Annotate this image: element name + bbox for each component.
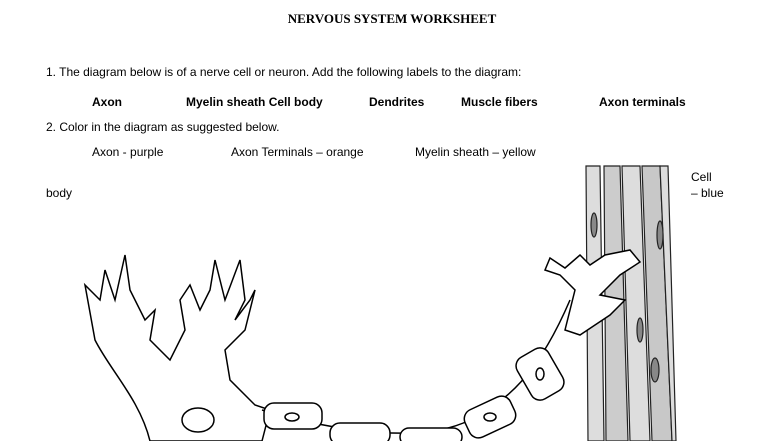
color-instruction: Axon - purple — [92, 145, 164, 159]
question-1: 1. The diagram below is of a nerve cell … — [46, 65, 522, 79]
dendrites — [83, 254, 271, 441]
label-term: Dendrites — [369, 95, 425, 109]
neuron — [83, 249, 642, 441]
color-instruction-body: body — [46, 186, 73, 200]
question-2: 2. Color in the diagram as suggested bel… — [46, 120, 280, 134]
label-term: Axon — [92, 95, 122, 109]
color-instruction-blue: – blue — [691, 186, 724, 200]
label-term: Myelin sheath Cell body — [186, 95, 323, 109]
color-instruction: Axon Terminals – orange — [231, 145, 364, 159]
muscle-fibers — [585, 165, 677, 441]
axon-terminals — [543, 249, 642, 336]
cell-nucleus — [181, 407, 215, 433]
myelin-sheath — [399, 427, 463, 441]
label-term: Axon terminals — [599, 95, 686, 109]
myelin-sheath — [329, 422, 391, 441]
color-instruction-cell: Cell — [691, 170, 712, 184]
label-term: Muscle fibers — [461, 95, 538, 109]
page-title: NERVOUS SYSTEM WORKSHEET — [287, 11, 497, 26]
color-instruction: Myelin sheath – yellow — [415, 145, 536, 159]
